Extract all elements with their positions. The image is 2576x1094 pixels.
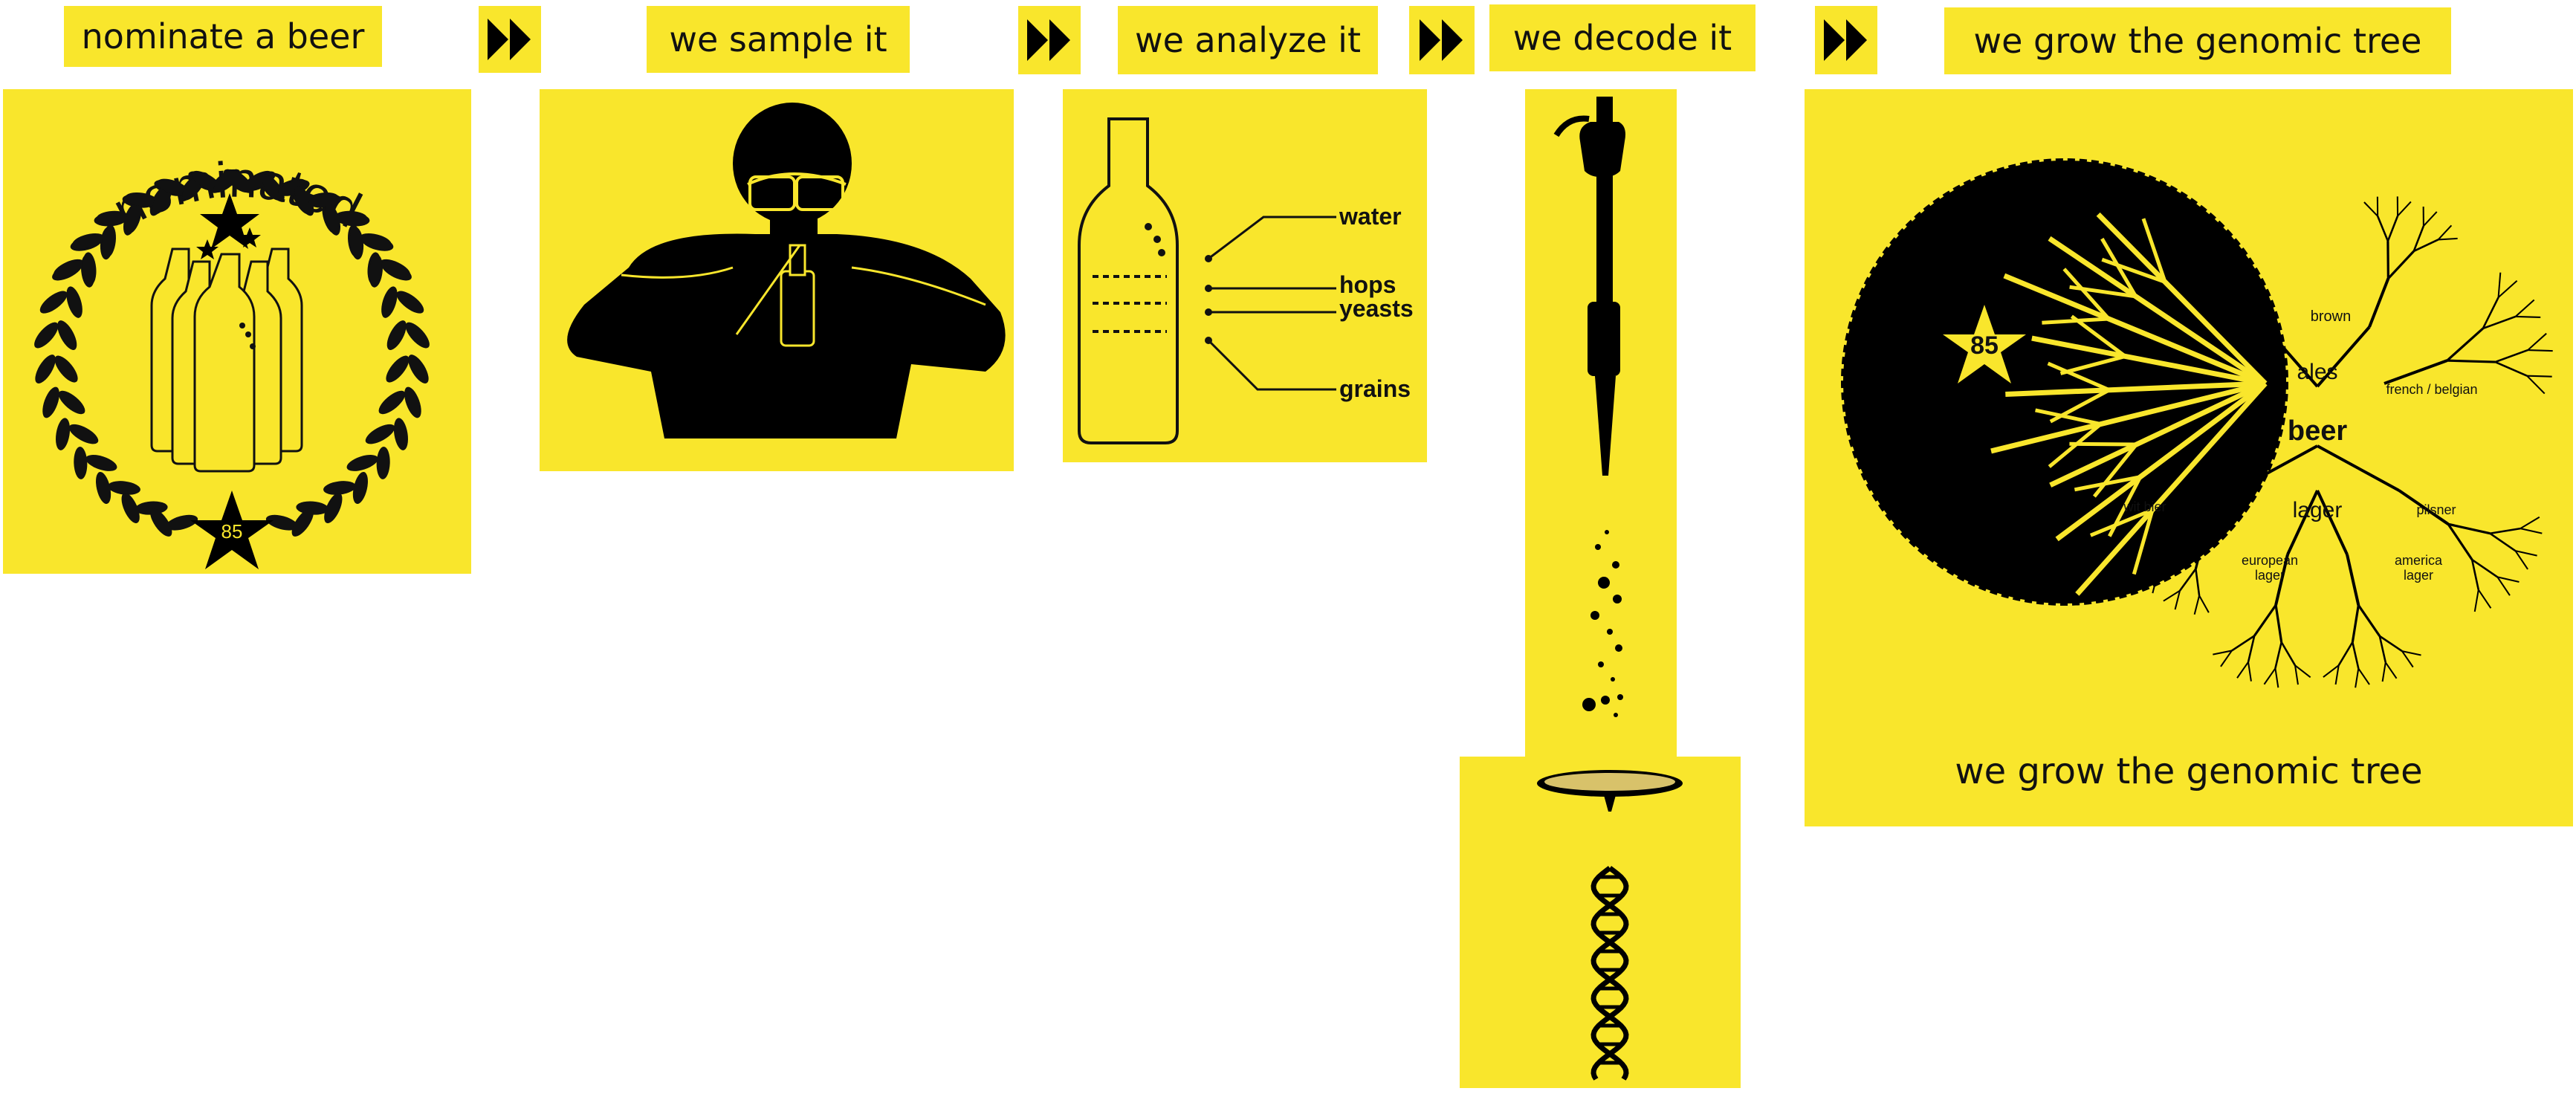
lager-style-pilsner: pilsner — [2416, 502, 2456, 517]
fast-forward-icon — [1815, 6, 1877, 74]
step-label-analyze: we analyze it — [1118, 6, 1378, 74]
beer-bottle-icon — [1078, 117, 1179, 444]
ingredient-yeasts: yeasts — [1339, 295, 1414, 322]
star-icon — [1943, 305, 2026, 383]
tree-panel: 85 beer ales lager brown french / belgia… — [1805, 89, 2573, 826]
ingredient-hops: hops — [1339, 271, 1396, 298]
ingredient-water: water — [1339, 203, 1402, 230]
tree-star-number: 85 — [1970, 331, 1999, 360]
dna-icon — [1590, 866, 1629, 1081]
ale-style-brown: brown — [2311, 308, 2351, 325]
step-label-sample: we sample it — [647, 6, 910, 73]
star-icon — [190, 491, 274, 569]
fast-forward-icon — [479, 6, 541, 73]
step-label-nominate: nominate a beer — [64, 6, 382, 67]
nominate-panel: nominated 85 — [3, 89, 471, 574]
tree-branch-lager: lager — [2293, 498, 2343, 522]
tree-branch-ales: ales — [2297, 360, 2337, 384]
ale-style-french-belgian: french / belgian — [2386, 382, 2477, 397]
star-icon — [200, 193, 259, 249]
step-label-decode: we decode it — [1489, 4, 1755, 71]
analyze-panel: water hops yeasts grains — [1063, 89, 1427, 462]
lager-style-wit-bier: wit bier — [2123, 499, 2166, 514]
step-label-grow: we grow the genomic tree — [1944, 7, 2451, 74]
decode-panel-top — [1525, 89, 1677, 758]
ingredient-grains: grains — [1339, 375, 1411, 402]
pipette-icon — [1553, 97, 1625, 476]
tree-caption: we grow the genomic tree — [1955, 751, 2423, 792]
fast-forward-icon — [1018, 6, 1081, 74]
star-icon — [196, 239, 219, 259]
tree-root-label: beer — [2288, 415, 2347, 447]
decode-panel-bottom — [1460, 757, 1741, 1088]
nominate-star-number: 85 — [221, 520, 243, 543]
beer-bottle-icon — [150, 247, 303, 473]
laurel-wreath-icon — [34, 169, 430, 537]
scientist-icon — [567, 103, 1006, 438]
sample-panel — [540, 89, 1014, 471]
fast-forward-icon — [1409, 6, 1475, 74]
star-icon — [239, 227, 261, 247]
